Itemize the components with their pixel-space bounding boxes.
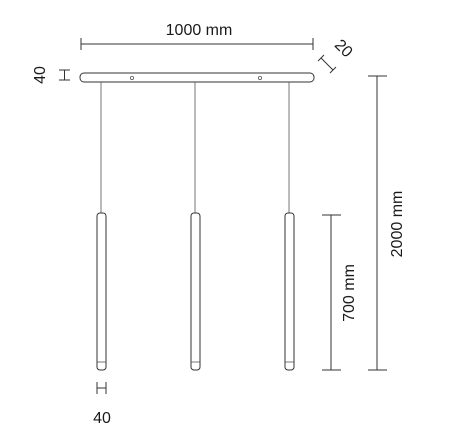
canopy-height-label: 40 [32, 66, 49, 84]
tube-diameter-label: 40 [93, 410, 111, 427]
width-label: 1000 mm [166, 22, 233, 39]
tube-pendant [190, 212, 201, 371]
total-height-dimension: 2000 mm [368, 75, 406, 371]
suspension-cables [100, 82, 290, 213]
tube-length-dimension: 700 mm [322, 214, 358, 371]
tube-pendants [96, 212, 295, 371]
depth-label: 20 [331, 37, 356, 62]
canopy [79, 72, 315, 83]
tube-pendant [284, 212, 295, 371]
tube-diameter-dimension: 40 [93, 382, 111, 427]
tube-length-label: 700 mm [341, 264, 358, 322]
total-height-label: 2000 mm [389, 191, 406, 258]
tube-pendant [96, 212, 107, 371]
depth-dimension: 20 [317, 37, 356, 74]
canopy-height-dimension: 40 [32, 66, 70, 84]
width-dimension: 1000 mm [80, 22, 314, 50]
